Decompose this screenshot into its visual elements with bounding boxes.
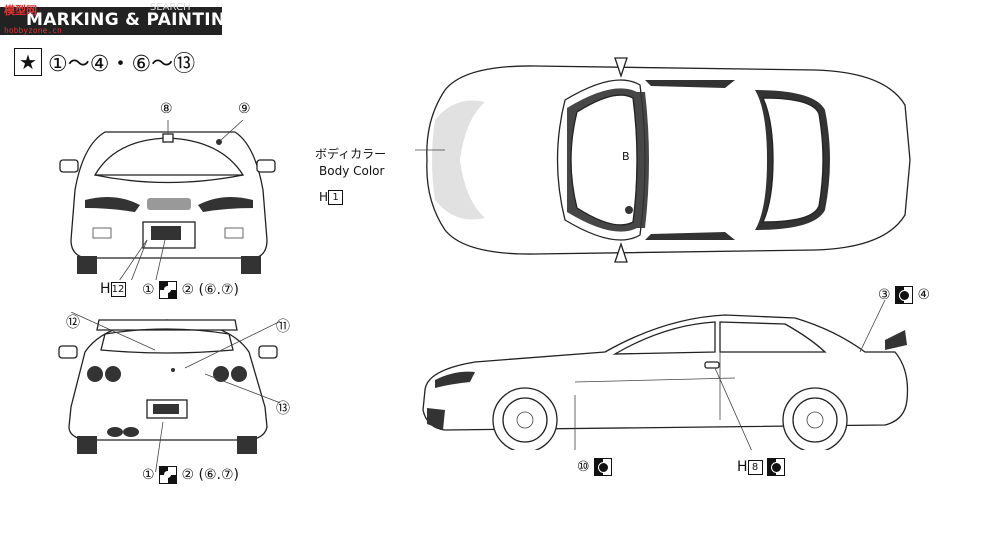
side-decal-3-4: ③ ④ — [878, 286, 930, 304]
callout-11: ⑪ — [276, 319, 290, 335]
watermark-logo: 模型网 — [4, 4, 37, 17]
rear-decal-row: ① ② (⑥.⑦) — [142, 466, 239, 484]
callout-10: ⑩ — [577, 459, 590, 475]
side-view-drawing — [422, 300, 909, 450]
top-view-drawing — [415, 57, 911, 263]
b-mark: B — [622, 150, 630, 163]
callout-8: ⑧ — [160, 101, 173, 117]
decal-marker-icon — [594, 458, 613, 476]
paint-code-box: 12 — [110, 281, 126, 297]
body-color-en: Body Color — [319, 164, 385, 178]
body-color-jp: ボディカラー — [315, 147, 387, 161]
checker-flag-icon — [159, 466, 178, 484]
decal-range: ①〜④・⑥〜⑬ — [48, 52, 196, 77]
front-decal-row: ① ② (⑥.⑦) — [142, 281, 239, 299]
rear-view-drawing — [58, 312, 280, 472]
side-decal-10: ⑩ — [577, 458, 613, 476]
callout-12: ⑫ — [66, 315, 80, 331]
front-view-drawing — [59, 120, 276, 280]
header-bar — [0, 7, 222, 35]
decal-legend: ★ ①〜④・⑥〜⑬ — [14, 46, 195, 78]
callout-3: ③ — [878, 287, 891, 303]
watermark-url: hobbyzone.cn — [4, 26, 62, 35]
checker-flag-icon — [159, 281, 178, 299]
callout-4: ④ — [917, 287, 931, 303]
page-title: MARKING & PAINTING — [26, 10, 240, 30]
star-icon: ★ — [14, 48, 42, 76]
callout-13: ⑬ — [276, 401, 290, 417]
paint-code-box: 8 — [747, 459, 763, 475]
paint-code-box: 1 — [328, 190, 344, 205]
watermark-search: SEARCH — [150, 2, 191, 13]
decal-marker-icon — [895, 286, 914, 304]
front-h-label: H12 — [100, 281, 126, 297]
callout-9: ⑨ — [238, 101, 251, 117]
decal-marker-icon — [766, 458, 785, 476]
